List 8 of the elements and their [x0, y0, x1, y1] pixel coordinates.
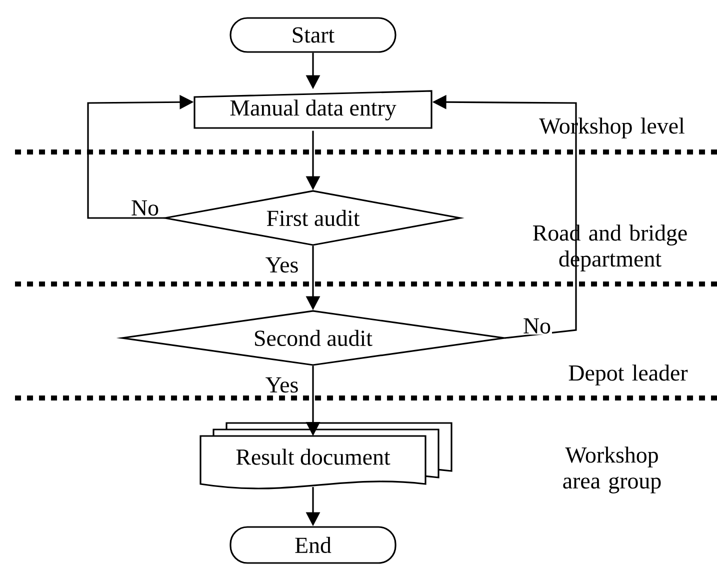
level-label: Depot leader	[568, 364, 688, 386]
manual-input-box: Manual data entry	[194, 90, 432, 129]
document-stack: Result document	[200, 422, 452, 490]
edge-label: Yes	[264, 256, 300, 274]
edge-label: No	[130, 199, 160, 217]
edge-label: Yes	[264, 376, 300, 394]
level-label: Workshop area group	[563, 446, 661, 494]
edge-label: No	[522, 317, 552, 335]
